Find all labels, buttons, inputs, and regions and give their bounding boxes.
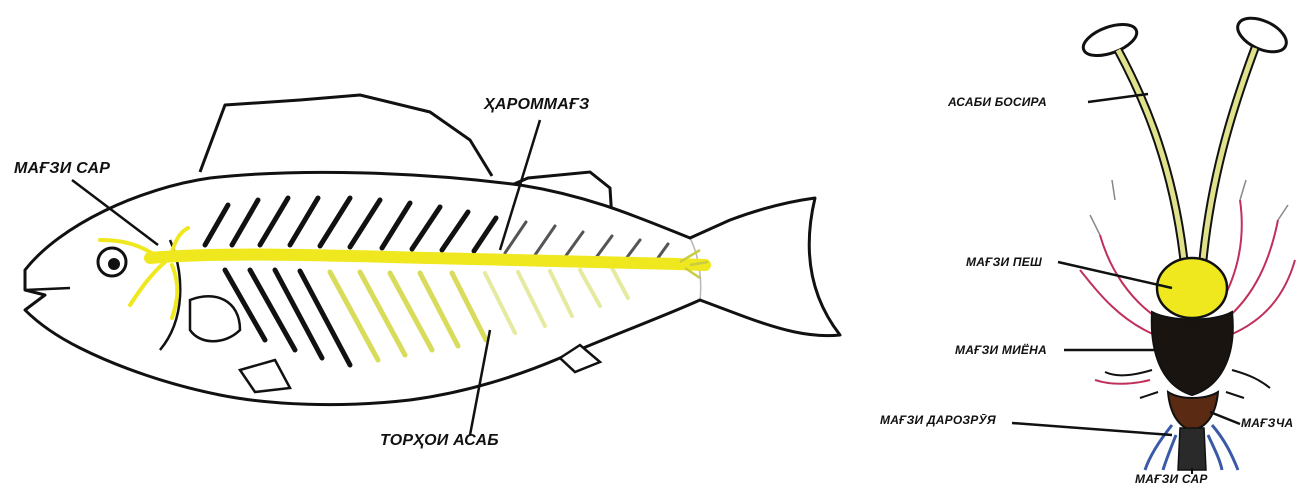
label-medulla: МАҒЗИ ДАРОЗРӮЯ [880,413,996,427]
label-forebrain: МАҒЗИ ПЕШ [966,255,1042,269]
optic-nerve-left [1118,50,1185,270]
label-optic-nerve: АСАБИ БОСИРА [948,95,1047,109]
cranial-nerves-grey [1090,180,1288,235]
pointer-medulla [1012,423,1172,435]
pointer-cerebellum [1210,412,1240,424]
label-brain-bottom: МАҒЗИ САР [1135,472,1208,486]
left-eye-icon [1079,18,1141,62]
label-midbrain: МАҒЗИ МИЁНА [955,343,1047,357]
pointer-forebrain [1058,262,1172,288]
optic-nerve-right [1202,48,1255,270]
midbrain [1152,312,1233,395]
label-cerebellum: МАҒЗЧА [1241,416,1293,430]
medulla [1178,428,1206,470]
right-eye-icon [1233,11,1292,58]
optic-nerve-left-fill [1118,50,1185,270]
